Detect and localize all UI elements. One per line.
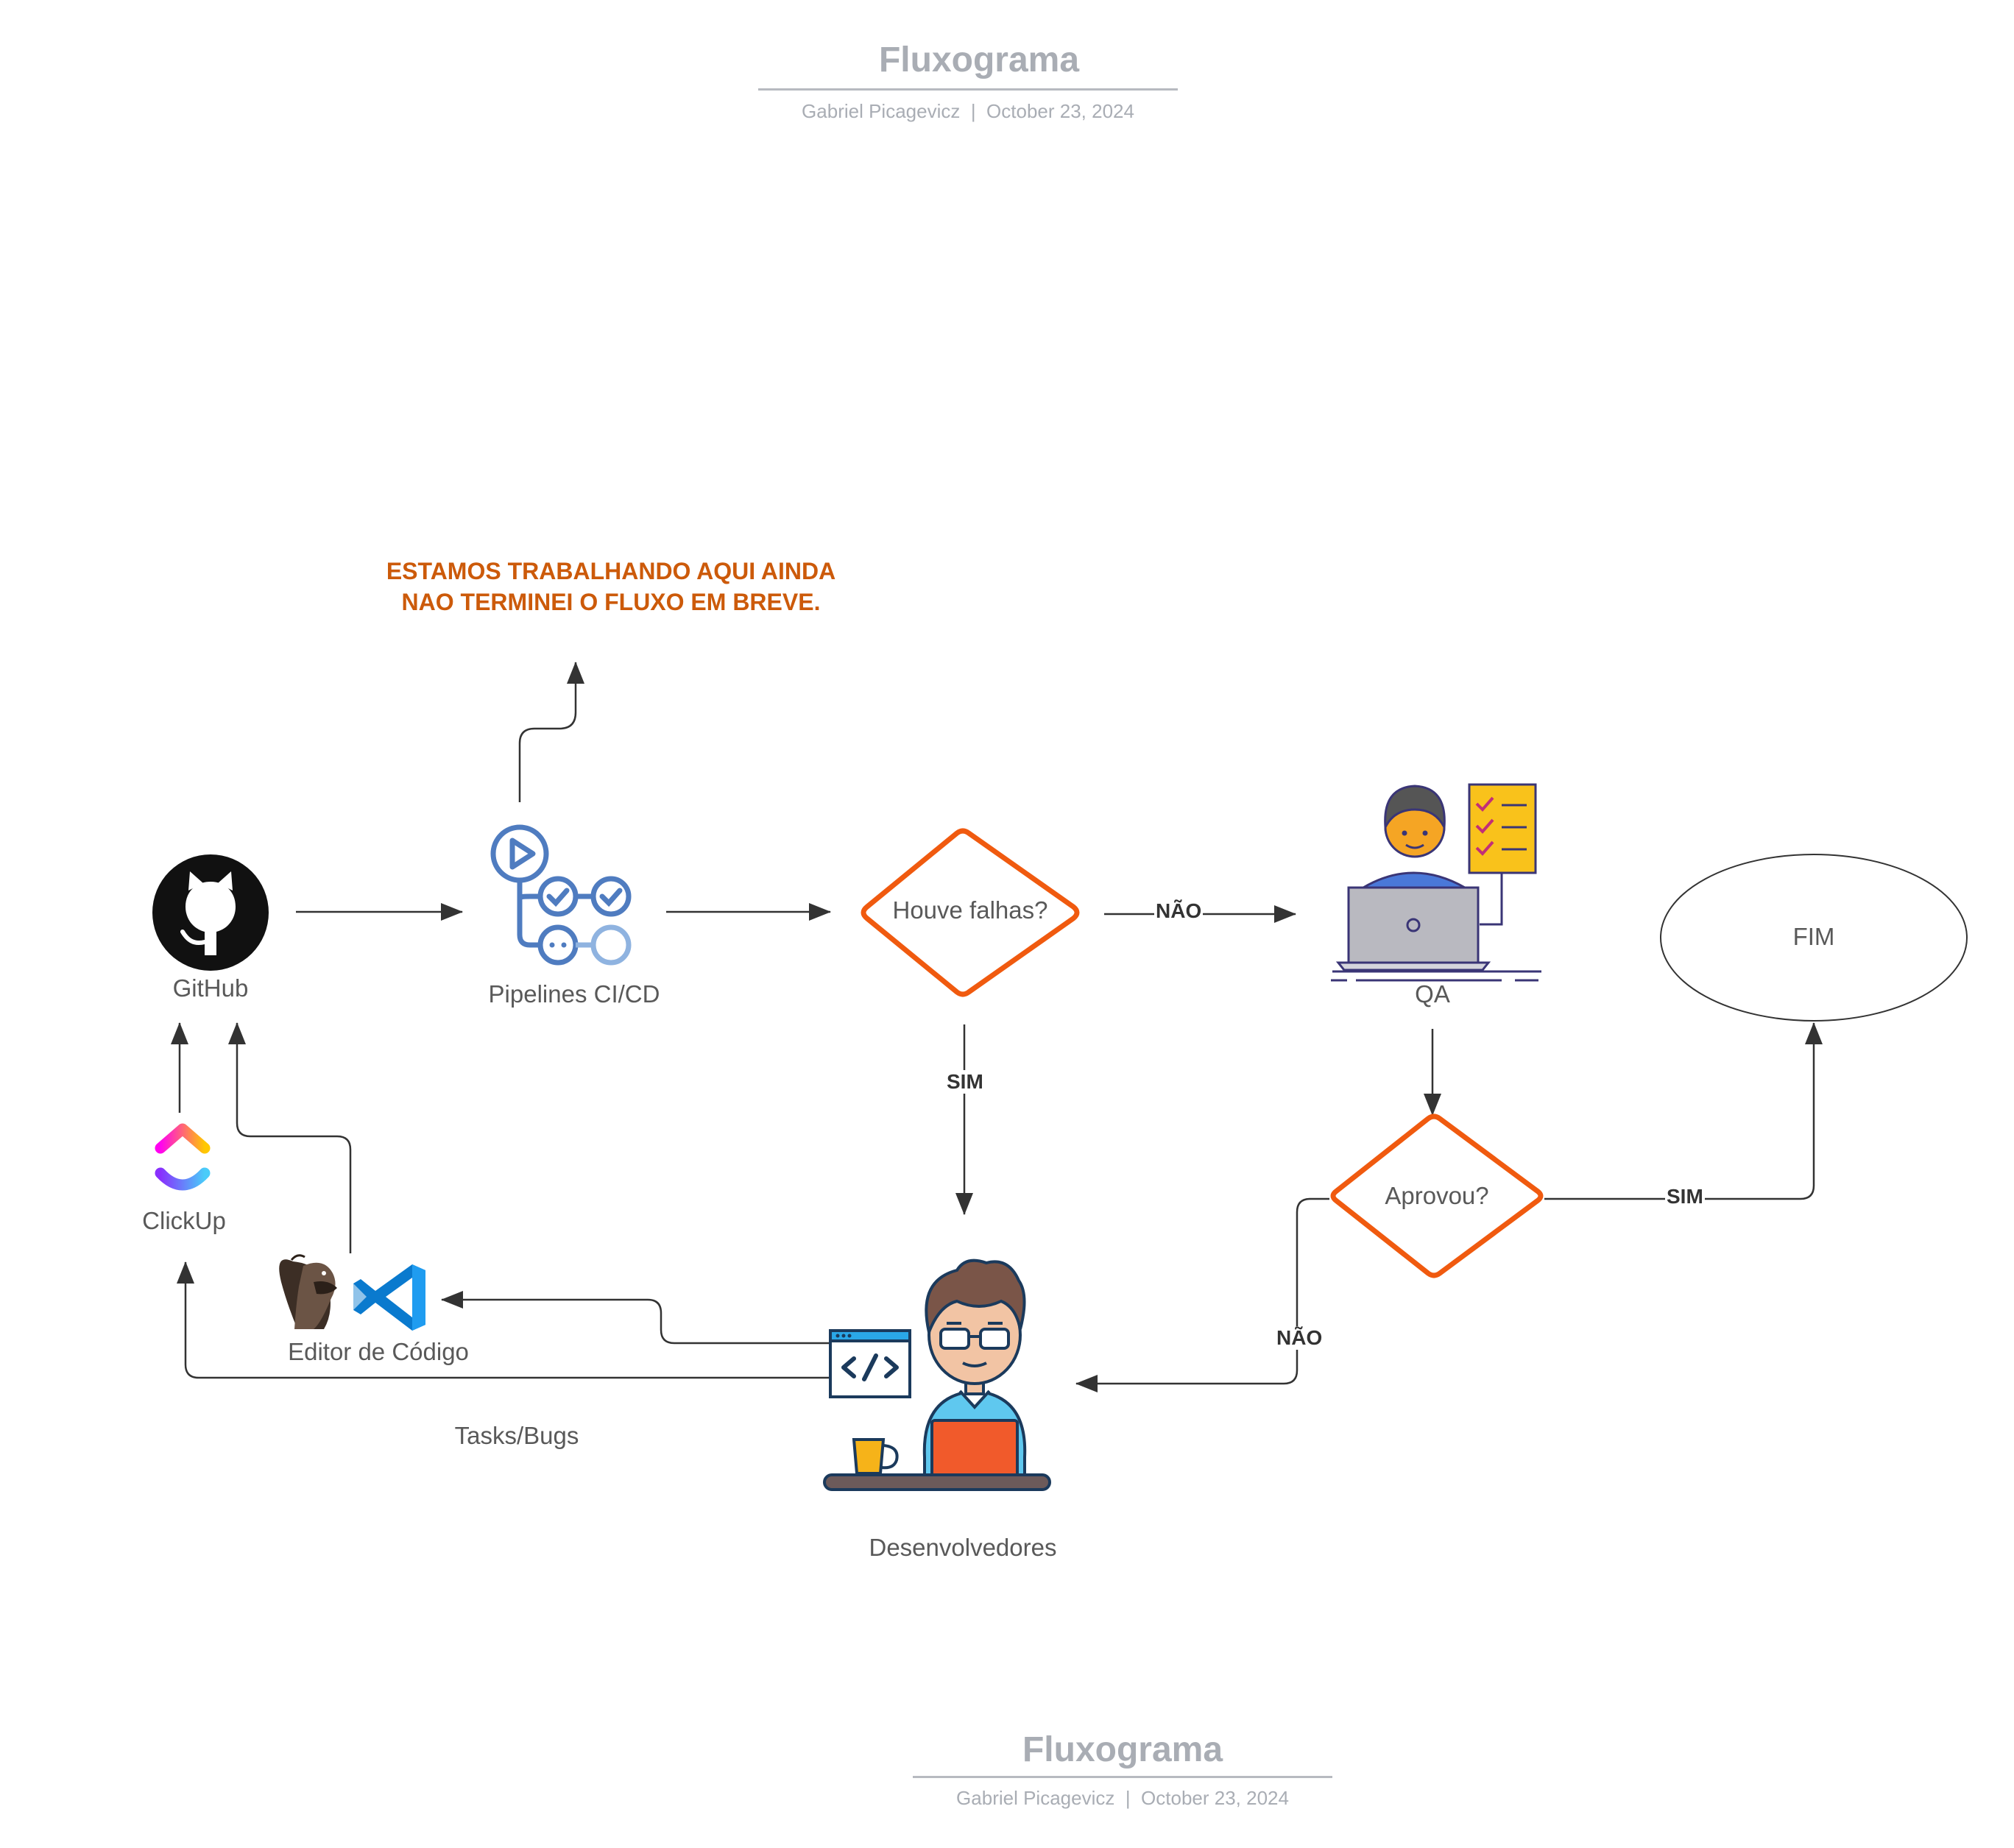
header-separator: | (970, 100, 976, 122)
edge-pipelines-up (518, 662, 584, 802)
footer-title: Fluxograma (1022, 1730, 1223, 1769)
dbeaver-icon (279, 1254, 337, 1329)
decision-failures-label: Houve falhas? (892, 896, 1048, 924)
pipeline-icon (490, 824, 632, 966)
tasks-bugs-label: Tasks/Bugs (454, 1422, 579, 1449)
decision-approved-label: Aprovou? (1385, 1182, 1489, 1209)
decision-approved-shape (1330, 1114, 1544, 1278)
qa-tester-icon (1331, 783, 1541, 982)
edge-label-approved-no: NÃO (1275, 1326, 1324, 1350)
footer-date: October 23, 2024 (1141, 1787, 1289, 1809)
footer-subtitle: Gabriel Picagevicz | October 23, 2024 (913, 1787, 1332, 1810)
edge-label-approved-yes: SIM (1665, 1185, 1705, 1208)
footer-rule (913, 1776, 1332, 1778)
header-subtitle: Gabriel Picagevicz | October 23, 2024 (758, 100, 1178, 123)
edge-devs-to-clickup (177, 1261, 830, 1379)
github-icon (152, 854, 269, 971)
header-rule (758, 88, 1178, 91)
clickup-label: ClickUp (142, 1207, 226, 1234)
notice-line-1: ESTAMOS TRABALHANDO AQUI AINDA (386, 558, 836, 584)
edge-approved-no (1075, 1197, 1329, 1392)
code-editor-label: Editor de Código (288, 1338, 469, 1365)
edge-label-failures-no: NÃO (1154, 899, 1204, 923)
edge-approved-yes (1544, 1022, 1823, 1200)
developer-icon (823, 1258, 1051, 1491)
edge-editor-to-github (228, 1022, 352, 1253)
notice-line-2: NAO TERMINEI O FLUXO EM BREVE. (401, 589, 821, 615)
footer-separator: | (1125, 1787, 1131, 1809)
qa-label: QA (1415, 980, 1450, 1008)
header-author: Gabriel Picagevicz (802, 100, 961, 122)
edge-label-failures-yes: SIM (945, 1070, 985, 1094)
developers-label: Desenvolvedores (869, 1534, 1057, 1561)
header-title: Fluxograma (878, 40, 1080, 79)
footer-author: Gabriel Picagevicz (956, 1787, 1115, 1809)
github-label: GitHub (172, 974, 249, 1002)
decision-failures-shape (861, 828, 1080, 997)
work-in-progress-notice: ESTAMOS TRABALHANDO AQUI AINDA NAO TERMI… (317, 556, 905, 617)
edge-devs-to-editor (441, 1291, 830, 1345)
pipelines-label: Pipelines CI/CD (488, 980, 660, 1008)
vscode-icon (353, 1264, 425, 1331)
code-window-icon (829, 1329, 911, 1398)
end-shape (1660, 854, 1968, 1022)
header-date: October 23, 2024 (986, 100, 1134, 122)
clickup-icon (155, 1123, 211, 1191)
end-label: FIM (1792, 923, 1835, 950)
